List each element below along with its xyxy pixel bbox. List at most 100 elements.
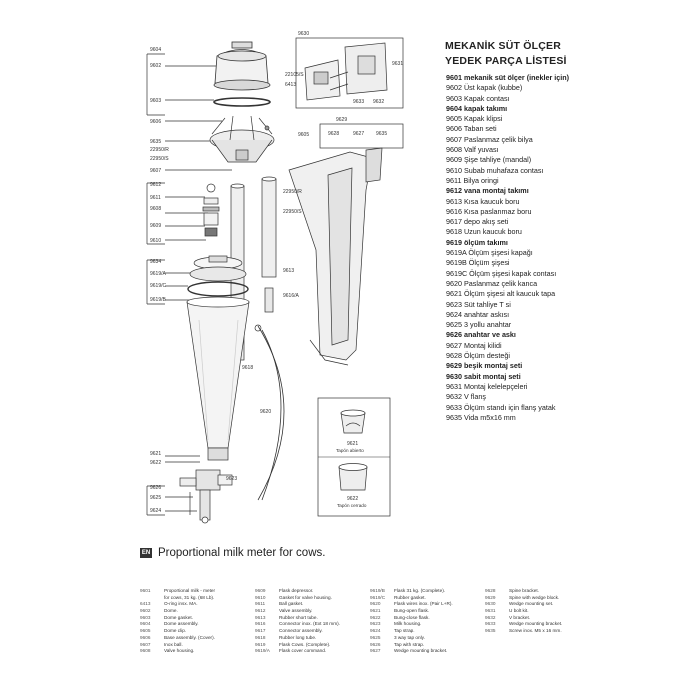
parts-list-item: 9627 Montaj kilidi <box>446 340 502 350</box>
legend-row: 9613 Rubber short tube. <box>255 615 340 622</box>
legend-part-description: Dome gasket. <box>164 614 193 620</box>
parts-list-item: 9611 Bilya oringi <box>446 175 499 185</box>
parts-list-item: 9619B Ölçüm şişesi <box>446 258 510 268</box>
callout-9605: 9605 <box>298 132 309 138</box>
legend-part-number: 9619/B <box>370 588 385 593</box>
legend-part-number: 9618 <box>255 634 266 640</box>
callout-9634: 9634 <box>150 259 161 265</box>
callout-9626: 9626 <box>150 485 161 491</box>
plug-open-caption: Tapón abierto <box>336 448 364 453</box>
connector-tube-part <box>264 287 274 313</box>
legend-part-description: O-ring insx. MA. <box>164 601 198 607</box>
legend-part-number: 9631 <box>485 608 496 614</box>
legend-part-number: 9607 <box>140 641 151 647</box>
legend-part-description: Valve housing. <box>164 648 195 654</box>
callout-9630: 9630 <box>298 31 309 37</box>
legend-part-description: V bracket. <box>509 614 531 620</box>
legend-row: 6413 O-ring insx. MA. <box>140 601 215 608</box>
parts-list-item: 9635 Vida m5x16 mm <box>446 412 516 422</box>
callout-9622: 9622 <box>150 460 161 466</box>
parts-list-item: 9609 Şişe tahliye (mandal) <box>446 155 532 165</box>
callout-9619c: 9619/C <box>150 283 167 289</box>
legend-part-description: Rubber long tube. <box>279 634 317 640</box>
spine-bracket-part <box>288 147 383 366</box>
short-tube-part <box>261 178 277 278</box>
legend-part-number: 9604 <box>140 621 151 627</box>
legend-part-number: 9622 <box>370 614 381 620</box>
flask-part <box>186 296 250 461</box>
callout-22950r-2: 22950/R <box>283 189 302 195</box>
callout-9608: 9608 <box>150 206 161 212</box>
legend-part-description: Wedge mounting bracket. <box>509 621 563 627</box>
legend-part-number: 9617 <box>255 628 266 634</box>
legend-part-description: Tap strap. <box>394 628 415 634</box>
parts-list: 9601 mekanik süt ölçer (inekler için) 960… <box>446 73 696 423</box>
legend-part-number: 9616 <box>255 621 266 627</box>
legend-row: 9603 Dome gasket. <box>140 615 215 622</box>
bracket-9630-box <box>295 37 404 109</box>
legend-part-description: Bung-open flask. <box>394 608 430 614</box>
callout-9616a: 9616/A <box>283 293 300 299</box>
legend-part-number: 9632 <box>485 614 496 620</box>
plug-open-code: 9621 <box>347 441 358 447</box>
legend-part-description: Spine with wedge block. <box>509 594 560 600</box>
parts-list-item: 9601 mekanik süt ölçer (inekler için) <box>446 73 570 82</box>
legend-part-description: Flask 31 kg. (Complete). <box>394 588 446 593</box>
legend-part-number: 9613 <box>255 614 266 620</box>
legend-part-description: Dome. <box>164 608 178 614</box>
parts-list-item: 9626 anahtar ve askı <box>446 330 516 340</box>
base-assembly-part <box>209 115 275 163</box>
legend-part-number: 9619/C <box>370 594 386 600</box>
callout-9619b: 9619/B <box>150 297 167 303</box>
parts-list-item: 9619A Ölçüm şişesi kapağı <box>446 248 533 258</box>
parts-list-item: 9620 Paslanmaz çelik kanca <box>446 278 538 288</box>
parts-list-item: 9633 Ölçüm standı için flanş yatak <box>446 402 556 412</box>
parts-list-item: 9628 Ölçüm desteği <box>446 351 510 361</box>
callout-9629: 9629 <box>336 117 347 123</box>
callout-9621: 9621 <box>150 451 161 457</box>
legend-part-number: 9621 <box>370 608 381 614</box>
page-title: MEKANİK SÜT ÖLÇER <box>445 40 561 52</box>
legend-part-number: 9601 <box>140 588 151 593</box>
section-heading: Proportional milk meter for cows. <box>158 547 326 559</box>
callout-9628: 9628 <box>328 131 339 137</box>
legend-part-description: Rubber short tube. <box>279 614 318 620</box>
legend-part-description: Ball gasket. <box>279 601 304 607</box>
plug-closed-caption: Tapón cerrado <box>337 503 367 508</box>
callout-9632: 9632 <box>373 99 384 105</box>
legend-part-number: 6413 <box>140 601 151 607</box>
callout-22950s: 22950/S <box>150 156 169 162</box>
parts-list-item: 9631 Montaj kelelepçeleri <box>446 381 528 391</box>
legend-row: 9629 Spine with wedge block. <box>485 595 562 602</box>
parts-list-item: 9621 Ölçüm şişesi alt kaucuk tapa <box>446 289 556 299</box>
legend-part-number: 9603 <box>140 614 151 620</box>
legend-row: 9621 Bung-open flask. <box>370 608 453 615</box>
parts-list-item: 9632 V flanş <box>446 392 486 402</box>
milk-housing-part <box>179 469 233 524</box>
legend-part-description: Tap with strap. <box>394 641 425 647</box>
bracket-9629-box <box>319 123 404 149</box>
parts-list-item: 9604 kapak takımı <box>446 103 508 113</box>
plug-closed-code: 9622 <box>347 496 358 502</box>
callout-9633: 9633 <box>353 99 364 105</box>
legend-part-number: 9629 <box>485 594 496 600</box>
legend-row: 9618 Rubber long tube. <box>255 635 340 642</box>
